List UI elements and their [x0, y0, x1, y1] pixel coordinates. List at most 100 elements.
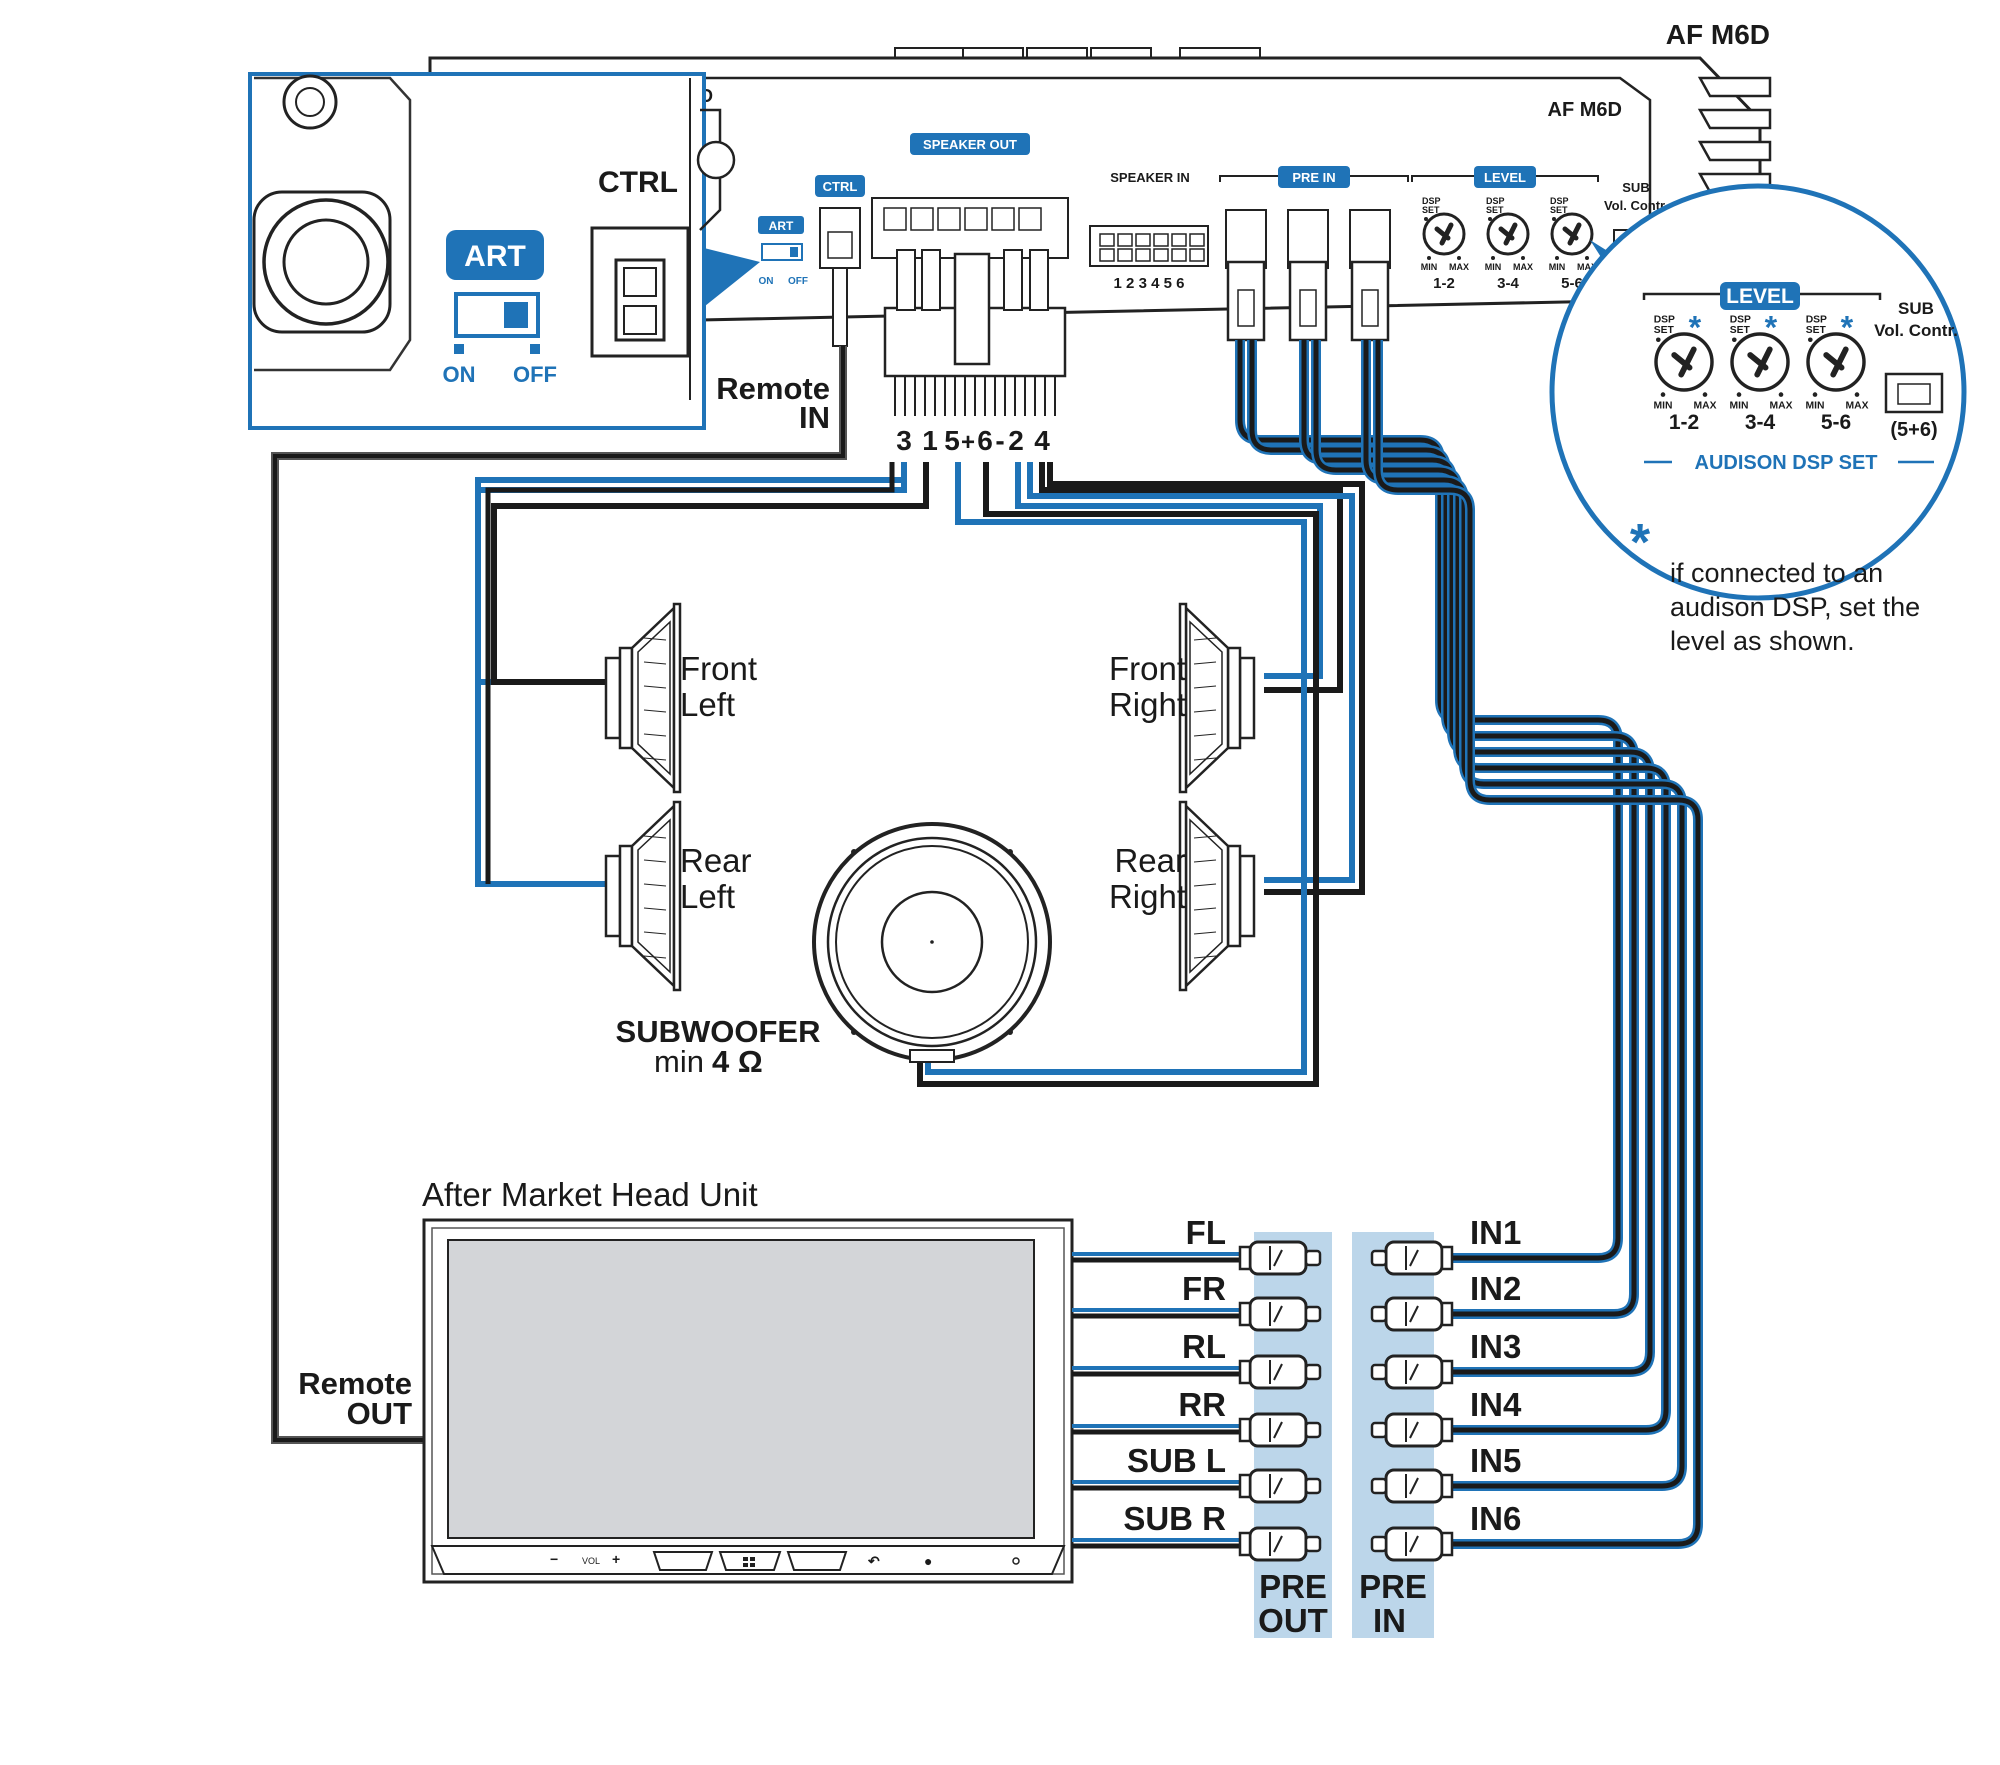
knob-max-label: MAX	[1513, 262, 1533, 272]
rca-plug[interactable]	[1238, 1526, 1322, 1562]
pre-in-channel-label: IN6	[1470, 1500, 1521, 1537]
ctrl-plug	[832, 267, 848, 347]
terminal-label: -	[995, 425, 1004, 456]
speaker-out-pill	[910, 133, 1030, 155]
head-unit-back-icon[interactable]: ↶	[867, 1553, 880, 1569]
rca-plug[interactable]	[1370, 1526, 1454, 1562]
dsp-set-label: DSP	[1422, 196, 1441, 206]
level-label-callout: LEVEL	[1726, 285, 1794, 308]
knob-channel-label: 5-6	[1821, 411, 1851, 434]
rca-plug[interactable]	[1238, 1468, 1322, 1504]
ctrl-label-small: CTRL	[823, 179, 858, 194]
pre-out-channel-label: SUB R	[1123, 1500, 1226, 1537]
rca-plug[interactable]	[1370, 1412, 1454, 1448]
art-off-callout: OFF	[513, 362, 557, 387]
sub-channels-callout: (5+6)	[1890, 419, 1937, 441]
head-unit-button-3[interactable]	[786, 1551, 848, 1571]
amp-fin	[1697, 140, 1772, 162]
knob-channel-label: 1-2	[1669, 411, 1699, 434]
speaker-terminal-labels: 3 1 5 + 6 - 2 4	[896, 425, 1050, 456]
rear-right-label-2: Right	[1109, 878, 1186, 915]
rca-plug[interactable]	[1238, 1354, 1322, 1390]
rca-plug[interactable]	[1370, 1354, 1454, 1390]
knob-channel-label: 1-2	[1433, 275, 1455, 292]
dsp-set-label: DSP	[1806, 315, 1827, 326]
speaker-out-label: SPEAKER OUT	[923, 137, 1017, 152]
rca-plug[interactable]	[1238, 1240, 1322, 1276]
rca-plug[interactable]	[1370, 1468, 1454, 1504]
level-pill-small	[1474, 166, 1536, 188]
callout-right-circle	[1549, 183, 1967, 601]
rca-plug[interactable]	[1370, 1296, 1454, 1332]
art-on-callout: ON	[443, 362, 476, 387]
rca-plug[interactable]	[1238, 1412, 1322, 1448]
speaker-out-pins	[883, 207, 1042, 231]
art-switch-knob-small	[790, 247, 798, 257]
front-right-label-1: Front	[1109, 650, 1186, 687]
art-ctrl-callout: CTRL ART ON OFF	[248, 72, 760, 430]
dsp-set-label: DSP	[1730, 315, 1751, 326]
knob-channel-label: 5-6	[1561, 275, 1583, 292]
remote-in-line-1: Remote	[716, 371, 830, 406]
art-label-small: ART	[769, 219, 794, 233]
audison-dsp-set-footer: AUDISON DSP SET	[1695, 452, 1878, 474]
amp-panel-edge	[680, 76, 1652, 310]
callout-pointer-left	[700, 248, 760, 310]
dsp-note: * if connected to an audison DSP, set th…	[1630, 514, 1920, 656]
knob-min-label: MIN	[1421, 262, 1438, 272]
subwoofer-title: SUBWOOFER	[616, 1014, 821, 1049]
pre-in-channel-label: IN2	[1470, 1270, 1521, 1307]
pre-out-channel-label: RL	[1182, 1328, 1226, 1365]
head-unit-vol-plus[interactable]: +	[612, 1551, 620, 1567]
sub-vol-label-1-small: SUB	[1622, 180, 1649, 195]
knob-max-label: MAX	[1694, 400, 1717, 411]
head-unit-power-icon[interactable]	[1012, 1557, 1020, 1565]
art-label-callout: ART	[464, 240, 526, 273]
level-label-small: LEVEL	[1484, 170, 1526, 185]
remote-wire	[271, 346, 847, 1444]
head-unit-title: After Market Head Unit	[422, 1176, 758, 1213]
rca-plug[interactable]	[1370, 1240, 1454, 1276]
sub-label-2-callout: Vol. Contr.	[1874, 321, 1958, 340]
art-switch-knob-callout	[504, 302, 528, 328]
knob-max-label: MAX	[1449, 262, 1469, 272]
rear-left-speaker	[604, 800, 682, 992]
art-off-small: OFF	[788, 276, 808, 287]
pre-out-label-1: PRE	[1259, 1568, 1327, 1605]
head-unit-screen	[447, 1239, 1035, 1539]
dsp-set-label: SET	[1422, 205, 1440, 215]
note-asterisk: *	[1630, 514, 1651, 572]
pre-in-label: PRE IN	[1292, 170, 1335, 185]
remote-in-line-2: IN	[799, 400, 830, 435]
art-pill-small	[758, 216, 804, 234]
pre-in-channel-label: IN5	[1470, 1442, 1521, 1479]
rca-plug[interactable]	[1238, 1296, 1322, 1332]
head-unit-button-1[interactable]	[652, 1551, 714, 1571]
pre-in-pill	[1278, 166, 1350, 188]
knob-channel-label: 3-4	[1745, 411, 1776, 434]
head-unit-vol-minus[interactable]: −	[550, 1551, 558, 1567]
terminal-label: 1	[922, 425, 938, 456]
amp-model-panel: AF M6D	[1548, 99, 1622, 121]
knob-max-label: MAX	[1846, 400, 1869, 411]
rear-left-label-1: Rear	[680, 842, 752, 879]
head-unit-mic-icon[interactable]: ●	[924, 1553, 932, 1569]
pre-in-channel-label: IN1	[1470, 1214, 1521, 1251]
dsp-set-label: DSP	[1486, 196, 1505, 206]
subwoofer-ohm: 4 Ω	[712, 1044, 763, 1079]
sub-label-1-callout: SUB	[1898, 299, 1934, 318]
pre-out-channel-label: FL	[1186, 1214, 1226, 1251]
pre-in-label-2: IN	[1373, 1602, 1406, 1639]
dsp-set-label: SET	[1550, 205, 1568, 215]
pre-out-label-2: OUT	[1258, 1602, 1328, 1639]
